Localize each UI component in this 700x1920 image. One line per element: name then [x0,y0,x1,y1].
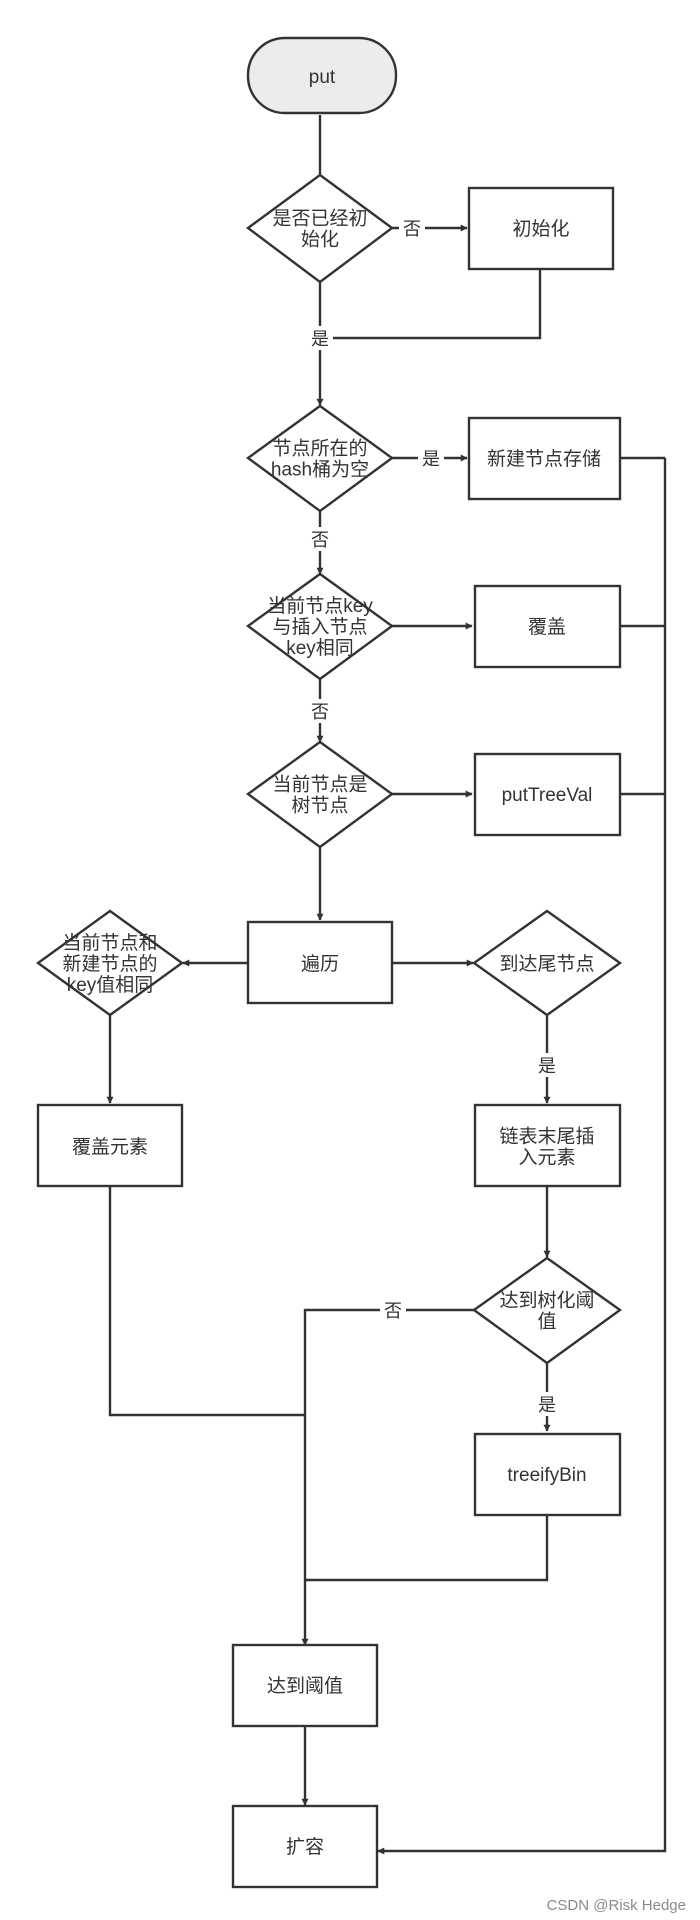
node-text-line: 遍历 [301,953,339,975]
node-initialize-label: 初始化 [512,218,569,240]
node-treeify-bin: treeifyBin [473,1432,622,1517]
label-init-no: 否 [403,219,421,239]
watermark: CSDN @Risk Hedge [546,1897,686,1914]
node-text-line: 到达尾节点 [499,953,594,975]
label-bucket-yes: 是 [422,449,440,469]
edge-treeify-no [301,1308,474,1646]
node-text-line: 当前节点是 [272,774,367,796]
node-threshold-reached: 达到阈值 [231,1643,379,1728]
node-text-line: put [309,67,336,88]
node-text-line: 是否已经初 [272,208,367,230]
node-put-label: put [309,67,336,88]
node-text-line: 值 [537,1311,556,1333]
label-key-no: 否 [311,702,329,722]
node-tail-check-label: 到达尾节点 [499,953,594,975]
node-text-line: treeifyBin [507,1465,586,1486]
node-put: put [246,36,398,115]
node-text-line: 树节点 [291,795,348,817]
node-append-tail-label: 链表末尾插入元素 [499,1126,594,1169]
node-put-tree-val: putTreeVal [473,752,622,837]
label-bucket-no: 否 [311,530,329,550]
node-tree-node-check: 当前节点是树节点 [245,740,395,849]
edge-initialize-return [320,269,542,340]
node-traverse: 遍历 [246,920,394,1005]
edge-labels: 否 是 是 否 否 是 否 是 [307,216,560,1416]
node-text-line: 新建节点存储 [487,448,601,470]
node-text-line: key相同 [286,637,354,659]
node-text-line: putTreeVal [502,785,593,806]
node-overwrite-element-label: 覆盖元素 [72,1136,148,1158]
label-init-yes: 是 [311,329,329,349]
node-text-line: 链表末尾插 [499,1126,594,1148]
node-new-node-store: 新建节点存储 [467,416,622,501]
node-resize: 扩容 [231,1804,379,1889]
node-text-line: 与插入节点 [272,616,367,638]
connectors [106,115,667,1855]
node-append-tail: 链表末尾插入元素 [473,1103,622,1188]
node-text-line: 新建节点的 [62,953,157,975]
node-text-line: 始化 [301,229,339,251]
node-text-line: hash桶为空 [271,459,369,481]
node-text-line: 达到阈值 [267,1675,343,1697]
edge-right-return-to-resize [377,458,667,1855]
label-treeify-yes: 是 [538,1395,556,1415]
node-initialized-check: 是否已经初始化 [245,173,395,284]
node-overwrite-label: 覆盖 [528,616,566,638]
node-threshold-reached-label: 达到阈值 [267,1675,343,1697]
node-text-line: key值相同 [67,974,154,996]
node-overwrite-element: 覆盖元素 [36,1103,184,1188]
node-text-line: 当前节点和 [62,932,157,954]
edge-treeifybin-join [305,1515,549,1582]
node-text-line: 扩容 [286,1836,324,1858]
node-traverse-label: 遍历 [301,953,339,975]
node-initialized-check-label: 是否已经初始化 [272,208,367,251]
node-treeify-bin-label: treeifyBin [507,1465,586,1486]
node-overwrite: 覆盖 [473,584,622,669]
node-text-line: 达到树化阈 [499,1290,594,1312]
node-resize-label: 扩容 [286,1836,324,1858]
node-text-line: 覆盖元素 [72,1136,148,1158]
node-text-line: 当前节点key [267,595,373,617]
node-tail-check: 到达尾节点 [471,909,623,1017]
label-treeify-no: 否 [384,1301,402,1321]
node-tree-node-check-label: 当前节点是树节点 [272,774,367,817]
node-text-line: 覆盖 [528,616,566,638]
node-text-line: 节点所在的 [272,438,367,460]
node-treeify-threshold-check: 达到树化阈值 [471,1256,623,1365]
node-new-node-store-label: 新建节点存储 [487,448,601,470]
node-text-line: 入元素 [518,1147,575,1169]
node-treeify-threshold-check-label: 达到树化阈值 [499,1290,594,1333]
node-put-tree-val-label: putTreeVal [502,785,593,806]
edge-overwrite-element-join [108,1186,305,1417]
node-initialize: 初始化 [467,186,615,271]
label-tail-yes: 是 [538,1056,556,1076]
node-text-line: 初始化 [512,218,569,240]
